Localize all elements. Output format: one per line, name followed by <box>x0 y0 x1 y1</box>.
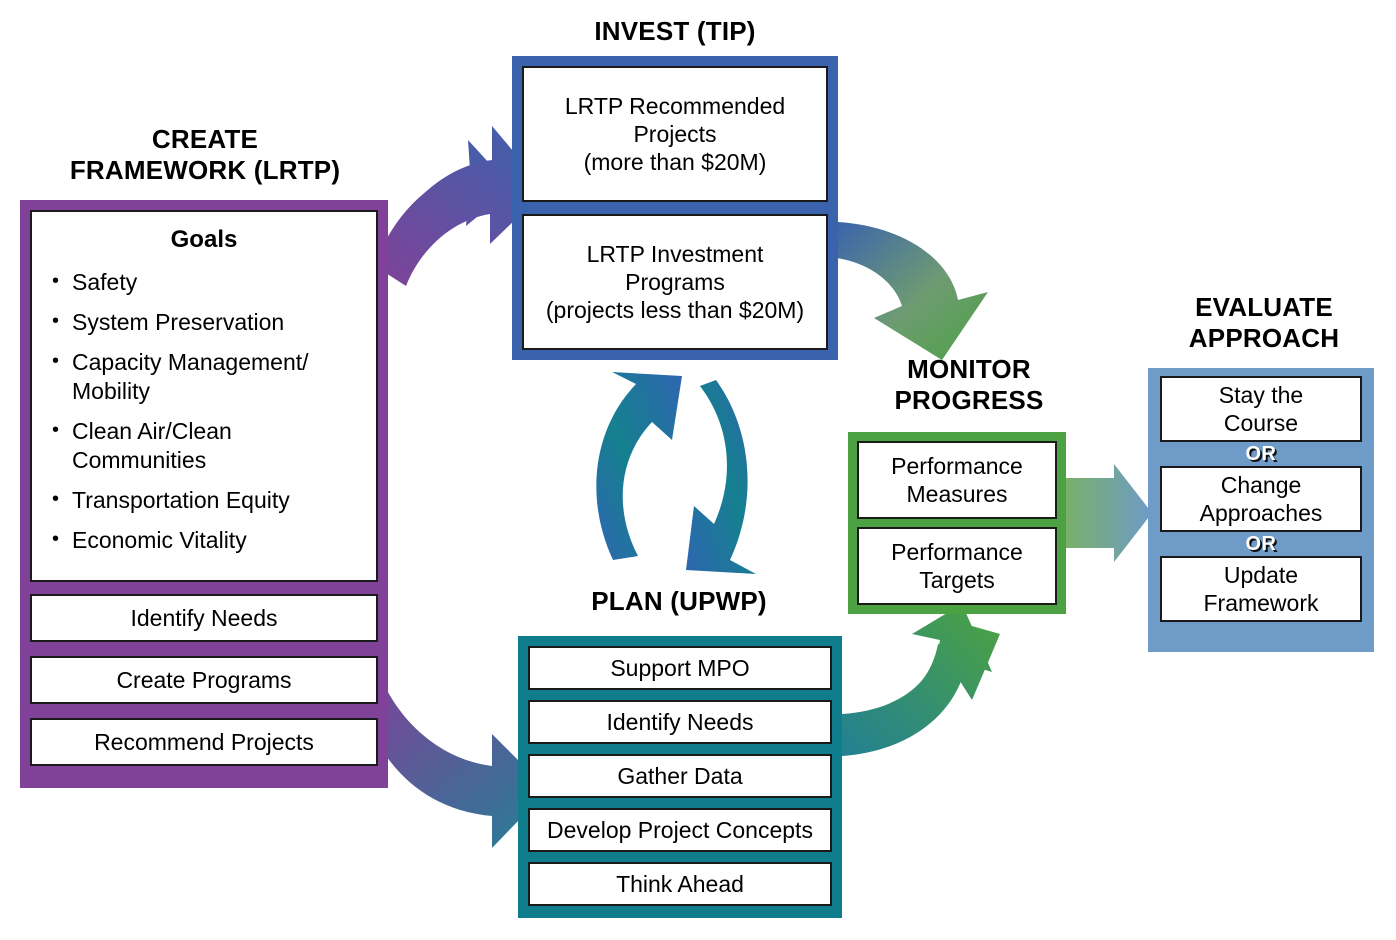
monitor-card-performance-targets: Performance Targets <box>857 527 1057 605</box>
goals-card: Goals Safety System Preservation Capacit… <box>30 210 378 582</box>
plan-card-think-ahead: Think Ahead <box>528 862 832 906</box>
goal-item: Transportation Equity <box>50 485 366 515</box>
arrow-cycle-down <box>686 380 756 574</box>
framework-step-recommend-projects: Recommend Projects <box>30 718 378 766</box>
goals-heading: Goals <box>170 226 238 253</box>
arrow-cycle-up <box>596 372 682 560</box>
evaluate-approach-panel: Stay the Course OR Change Approaches OR … <box>1148 368 1374 652</box>
monitor-progress-panel: Performance Measures Performance Targets <box>848 432 1066 614</box>
goal-item: System Preservation <box>50 307 366 337</box>
goal-item: Safety <box>50 267 366 297</box>
arrow-plan-to-monitor <box>842 618 1000 752</box>
invest-panel: LRTP Recommended Projects (more than $20… <box>512 56 838 360</box>
goals-list: Safety System Preservation Capacity Mana… <box>32 267 376 566</box>
monitor-card-performance-measures: Performance Measures <box>857 441 1057 519</box>
plan-card-identify-needs: Identify Needs <box>528 700 832 744</box>
arrow-invest-to-monitor <box>836 222 988 360</box>
invest-title: INVEST (TIP) <box>594 16 756 46</box>
plan-card-support-mpo: Support MPO <box>528 646 832 690</box>
invest-card-investment-programs: LRTP Investment Programs (projects less … <box>522 214 828 350</box>
goal-item: Clean Air/Clean Communities <box>50 416 366 475</box>
evaluate-card-update-framework: Update Framework <box>1160 556 1362 622</box>
plan-card-gather-data: Gather Data <box>528 754 832 798</box>
plan-panel: Support MPO Identify Needs Gather Data D… <box>518 636 842 918</box>
create-framework-panel: Goals Safety System Preservation Capacit… <box>20 200 388 788</box>
invest-card-recommended-projects: LRTP Recommended Projects (more than $20… <box>522 66 828 202</box>
evaluate-approach-title: EVALUATE APPROACH <box>1188 292 1340 353</box>
monitor-progress-title: MONITOR PROGRESS <box>894 354 1044 415</box>
arrow-plan-to-monitor-body <box>842 604 992 756</box>
framework-step-identify-needs: Identify Needs <box>30 594 378 642</box>
goal-item: Capacity Management/ Mobility <box>50 347 366 406</box>
plan-title: PLAN (UPWP) <box>591 586 767 616</box>
evaluate-card-change-approaches: Change Approaches <box>1160 466 1362 532</box>
plan-card-develop-project-concepts: Develop Project Concepts <box>528 808 832 852</box>
evaluate-card-stay-the-course: Stay the Course <box>1160 376 1362 442</box>
arrow-lrtp-to-invest <box>376 140 512 268</box>
evaluate-separator-or-2: OR <box>1245 533 1277 555</box>
framework-step-create-programs: Create Programs <box>30 656 378 704</box>
goal-item: Economic Vitality <box>50 525 366 555</box>
create-framework-title: CREATE FRAMEWORK (LRTP) <box>69 124 341 185</box>
evaluate-separator-or-1: OR <box>1245 443 1277 465</box>
arrow-monitor-to-evaluate <box>1066 464 1152 562</box>
